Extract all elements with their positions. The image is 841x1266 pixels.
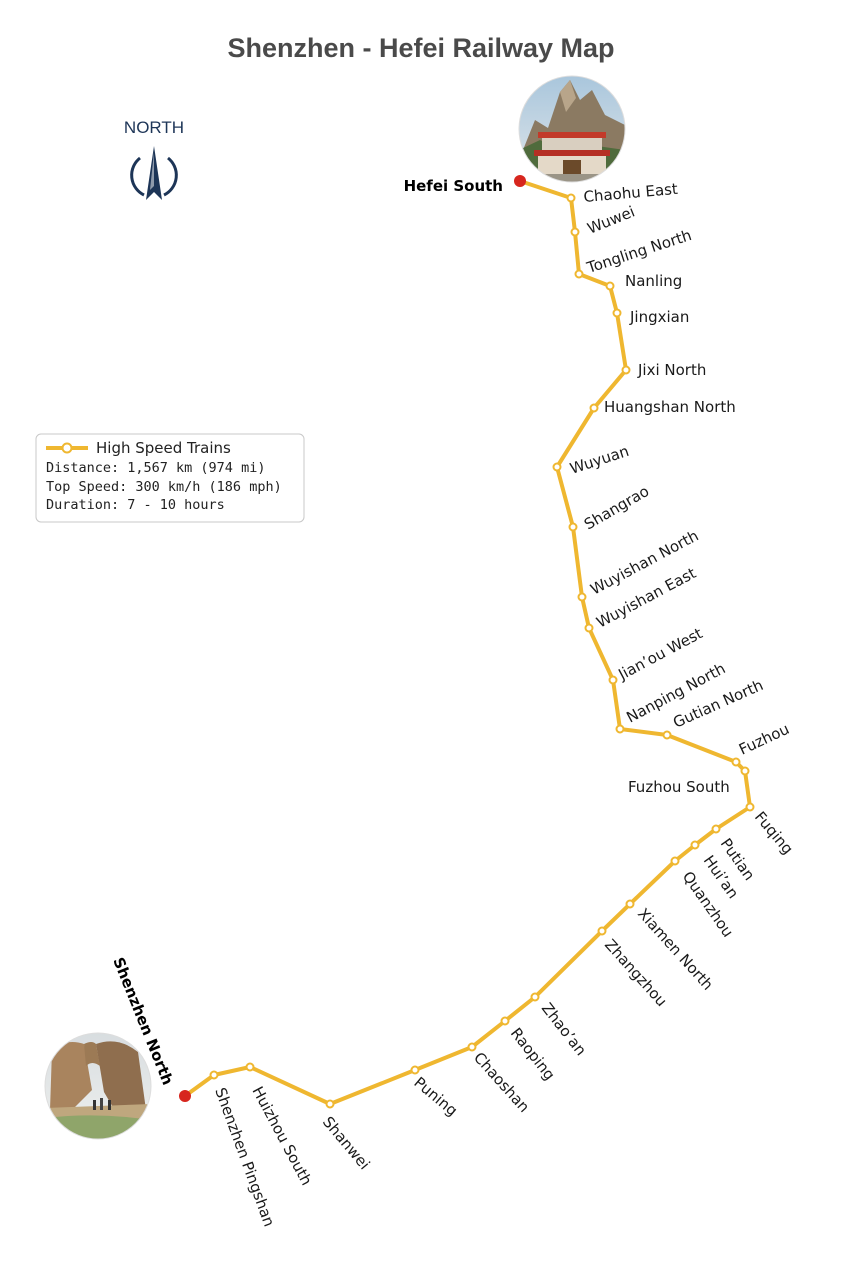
station-marker[interactable] [605, 281, 615, 291]
station-marker[interactable] [570, 227, 580, 237]
station-marker[interactable] [500, 1016, 510, 1026]
station-label: Chaohu East [583, 180, 679, 206]
rock-arch-photo-icon [45, 1033, 151, 1139]
station-label: Fuzhou [736, 720, 792, 759]
station-label: Fuqing [751, 808, 797, 858]
station-marker[interactable] [209, 1070, 219, 1080]
station-marker[interactable] [566, 193, 576, 203]
station-marker[interactable] [245, 1062, 255, 1072]
north-terminal-marker[interactable] [514, 175, 526, 187]
legend-box: High Speed Trains Distance: 1,567 km (97… [35, 433, 305, 523]
station-label: Nanling [625, 272, 682, 290]
north-arrow-icon [130, 146, 178, 200]
compass: NORTH [124, 118, 184, 200]
terminal-label-north: Hefei South [404, 177, 503, 195]
south-terminal-marker[interactable] [179, 1090, 191, 1102]
station-marker[interactable] [711, 824, 721, 834]
station-markers [179, 175, 755, 1109]
station-label: Wuyuan [568, 442, 631, 478]
legend-top-speed: Top Speed: 300 km/h (186 mph) [46, 479, 282, 495]
station-label: Shanwei [319, 1113, 374, 1173]
temple-photo-icon [519, 76, 625, 182]
page-title: Shenzhen - Hefei Railway Map [227, 33, 614, 63]
station-marker[interactable] [621, 365, 631, 375]
station-marker[interactable] [597, 926, 607, 936]
station-marker[interactable] [552, 462, 562, 472]
station-marker[interactable] [325, 1099, 335, 1109]
station-marker[interactable] [589, 403, 599, 413]
station-marker[interactable] [670, 856, 680, 866]
station-label: Wuwei [585, 202, 638, 237]
station-marker[interactable] [625, 899, 635, 909]
station-label: Huangshan North [604, 398, 736, 416]
station-marker[interactable] [530, 992, 540, 1002]
station-label: Zhao’an [538, 999, 590, 1059]
station-marker[interactable] [690, 840, 700, 850]
station-marker[interactable] [615, 724, 625, 734]
legend-line-label: High Speed Trains [96, 439, 231, 457]
station-label: Shangrao [581, 482, 652, 533]
legend-distance: Distance: 1,567 km (974 mi) [46, 460, 265, 476]
station-marker[interactable] [662, 730, 672, 740]
station-marker[interactable] [410, 1065, 420, 1075]
station-marker[interactable] [574, 269, 584, 279]
station-label: Chaoshan [470, 1049, 533, 1116]
station-marker[interactable] [612, 308, 622, 318]
temple-photo-frame [518, 75, 626, 183]
station-marker[interactable] [584, 623, 594, 633]
station-marker[interactable] [467, 1042, 477, 1052]
station-marker[interactable] [745, 802, 755, 812]
station-marker[interactable] [568, 522, 578, 532]
legend-line-swatch [46, 442, 88, 454]
rock-arch-photo-frame [44, 1032, 152, 1140]
north-label: NORTH [124, 118, 184, 137]
station-label: Fuzhou South [628, 778, 730, 796]
station-marker[interactable] [608, 675, 618, 685]
station-marker[interactable] [577, 592, 587, 602]
station-marker[interactable] [740, 766, 750, 776]
station-label: Jingxian [629, 308, 689, 326]
station-marker[interactable] [731, 757, 741, 767]
station-label: Zhangzhou [601, 936, 671, 1011]
station-label: Raoping [507, 1024, 559, 1083]
station-label: Jixi North [637, 361, 706, 379]
legend-duration: Duration: 7 - 10 hours [46, 497, 225, 513]
station-label: Puning [410, 1073, 461, 1120]
